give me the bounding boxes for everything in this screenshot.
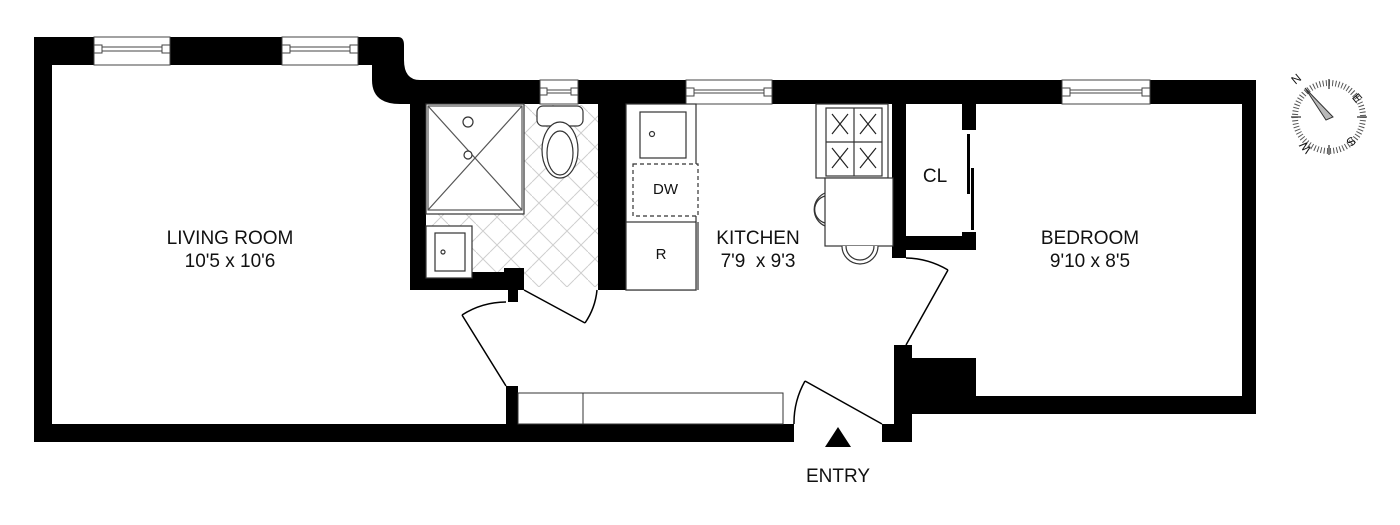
chair <box>813 192 826 227</box>
living-room-dims: 10'5 x 10'6 <box>184 250 276 272</box>
compass-needle <box>1304 87 1334 121</box>
kitchen-sink <box>639 111 687 159</box>
bathroom-fixtures <box>425 103 584 279</box>
dishwasher-label: DW <box>653 181 678 198</box>
compass-icon <box>1291 79 1367 155</box>
kitchen-dims: 7'9 x 9'3 <box>720 250 796 272</box>
refrigerator-label: R <box>655 246 667 263</box>
kitchen-table <box>824 177 894 247</box>
window <box>685 79 773 105</box>
closet-label: CL <box>922 166 948 187</box>
kitchen-name: KITCHEN <box>716 228 800 249</box>
windows <box>93 36 1151 105</box>
bedroom-name: BEDROOM <box>1040 228 1140 249</box>
entry-door[interactable] <box>793 380 883 425</box>
window <box>1061 79 1151 105</box>
bedroom-dims: 9'10 x 8'5 <box>1049 250 1131 272</box>
closet-doors <box>967 134 974 230</box>
interior-walls <box>410 104 976 426</box>
kitchen-label: KITCHEN 7'9 x 9'3 <box>698 228 818 274</box>
stove <box>815 103 889 179</box>
bedroom-label: BEDROOM 9'10 x 8'5 <box>1010 228 1170 274</box>
doors <box>461 257 949 425</box>
refrigerator <box>625 221 697 291</box>
exterior-walls <box>34 37 1256 442</box>
living-room-name: LIVING ROOM <box>166 228 294 249</box>
kitchen-fixtures <box>625 103 894 291</box>
chair <box>841 245 879 265</box>
living-room-door <box>461 301 507 387</box>
bathroom-door <box>523 289 598 324</box>
dishwasher <box>632 163 699 217</box>
entry-bench <box>517 392 784 425</box>
bedroom-door <box>905 257 949 346</box>
entry-arrow-icon <box>825 427 851 447</box>
living-room-label: LIVING ROOM 10'5 x 10'6 <box>130 228 330 274</box>
entry-label: ENTRY <box>805 466 871 487</box>
toilet-bowl <box>541 121 579 179</box>
